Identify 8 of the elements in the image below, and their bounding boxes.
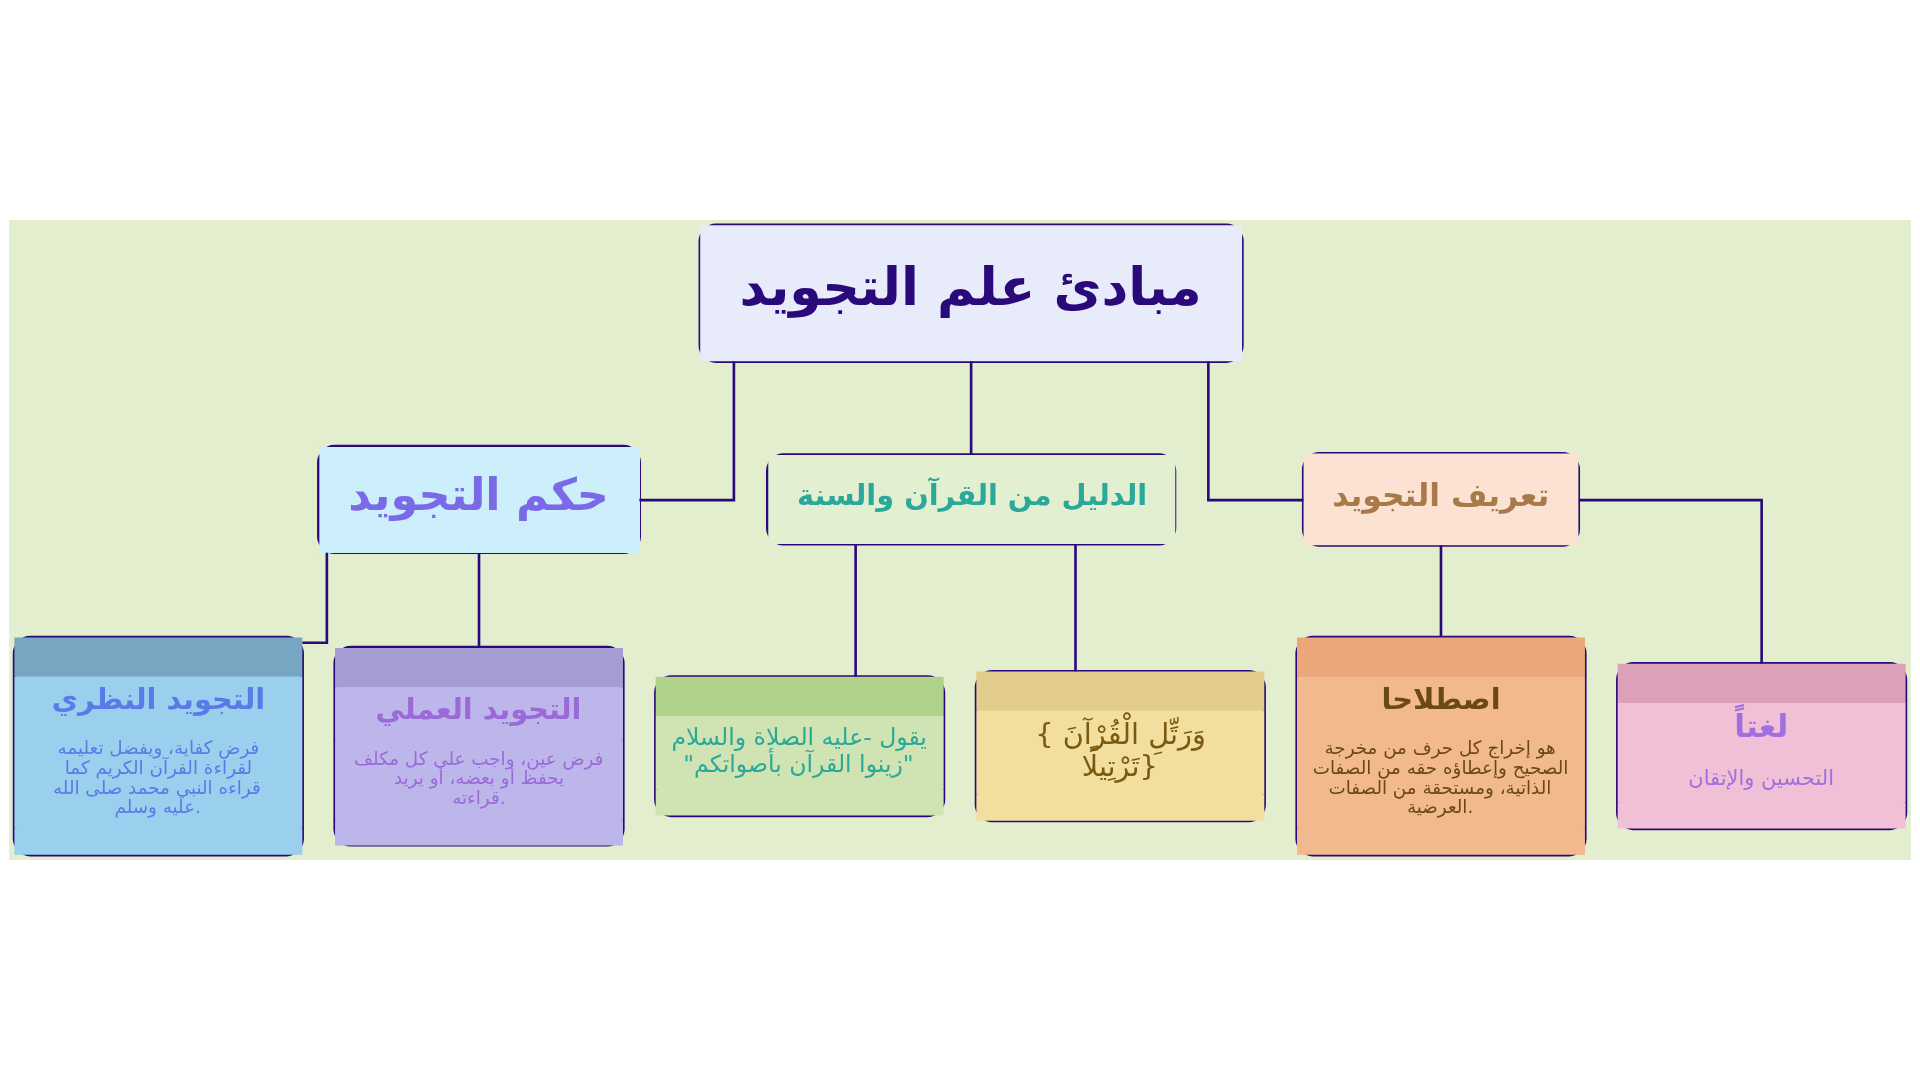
connector: [1439, 545, 1443, 638]
connector: [854, 544, 857, 677]
connector: [969, 361, 973, 455]
connector: [1074, 544, 1077, 672]
connector: [639, 361, 736, 502]
connector: [1578, 498, 1763, 664]
connector: [1207, 361, 1304, 502]
connector: [477, 552, 481, 647]
